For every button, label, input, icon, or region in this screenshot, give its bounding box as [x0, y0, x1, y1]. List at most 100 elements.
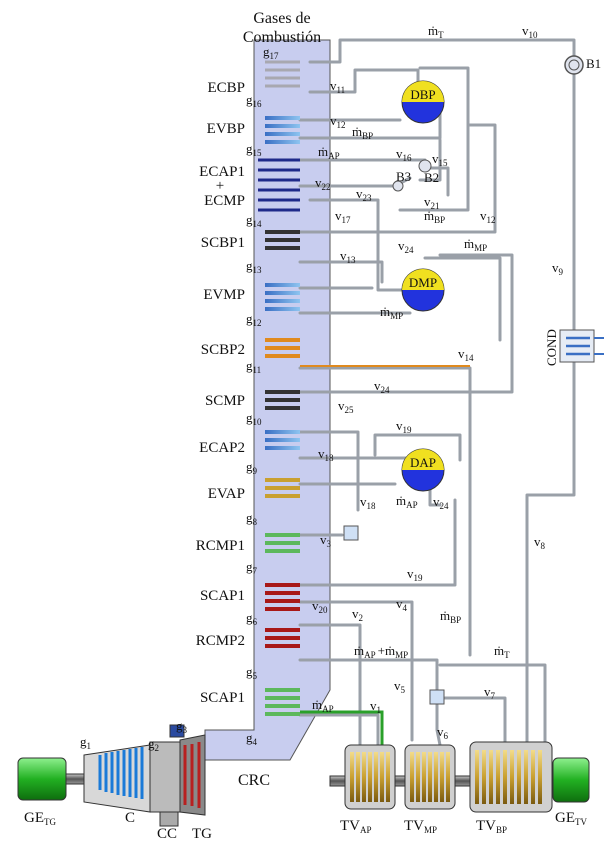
flow-label: ṁAP — [312, 697, 334, 714]
gas-point: g3 — [176, 718, 188, 735]
pump-b2-label: B2 — [424, 170, 439, 185]
burner-bottom — [159, 811, 179, 827]
drum-dbp: DBP — [401, 80, 445, 124]
stream-label: v18 — [318, 446, 334, 463]
mixer-v3 — [343, 525, 359, 541]
pump-b3 — [392, 180, 404, 192]
section-label: SCBP1 — [201, 235, 245, 251]
tv-bp-blades — [475, 750, 542, 804]
coil-rcmp2 — [265, 628, 300, 648]
tv-mp-blades — [410, 752, 450, 802]
stream-label: v24 — [374, 378, 390, 395]
gas-point: g11 — [246, 358, 261, 375]
coil-ecbp — [265, 60, 300, 88]
stream-label: v19 — [407, 566, 423, 583]
section-label: EVBP — [207, 121, 245, 137]
section-label: SCAP1 — [200, 690, 245, 706]
stream-label: v7 — [484, 684, 496, 701]
section-label: EVAP — [208, 486, 245, 502]
drum-dmp-label: DMP — [409, 275, 437, 290]
flow-label: ṁBP — [352, 124, 373, 141]
gas-point: g15 — [246, 141, 262, 158]
stream-label: v16 — [396, 146, 412, 163]
stream-label: v4 — [396, 596, 408, 613]
gas-turbine-label: TG — [192, 826, 212, 842]
compressor-label: C — [125, 810, 135, 826]
generator-tg-body — [17, 757, 67, 801]
gas-point: g9 — [246, 459, 258, 476]
coil-evmp — [265, 283, 300, 311]
gas-point: g17 — [263, 44, 279, 61]
gas-point: g4 — [246, 730, 258, 747]
drum-dap: DAP — [401, 448, 445, 492]
stream-label: v17 — [335, 208, 351, 225]
stream-label: v8 — [534, 534, 546, 551]
section-label: RCMP1 — [196, 538, 245, 554]
stream-label: v12 — [330, 113, 346, 130]
stream-label: v15 — [432, 151, 448, 168]
flow-label: ṁAP — [396, 493, 418, 510]
section-label: ECAP2 — [199, 440, 245, 456]
title-line-1: Gases de — [253, 10, 310, 27]
generator-tv-body — [552, 757, 590, 803]
section-label: SCAP1 — [200, 588, 245, 604]
heat-exchanger-coils — [258, 60, 300, 716]
coil-scap1-lower — [265, 688, 300, 716]
mixer-v6 — [429, 689, 445, 705]
stream-label: v11 — [330, 78, 345, 95]
flow-combo-label: ṁAP+ṁMP — [354, 643, 408, 660]
flow-labels: ṁT ṁBP ṁAP ṁBP ṁMP ṁMP ṁAP ṁBP ṁT ṁAP ṁA… — [312, 23, 510, 714]
section-label: EVMP — [203, 287, 245, 303]
gas-turbine-blades — [183, 742, 201, 808]
stream-label: v3 — [320, 532, 332, 549]
flow-label: ṁT — [428, 23, 444, 40]
gas-point: g8 — [246, 510, 258, 527]
flow-label: ṁMP — [464, 236, 487, 253]
stream-label: v5 — [394, 678, 406, 695]
coil-scbp1 — [265, 230, 300, 250]
pump-b1 — [564, 55, 584, 75]
section-label: RCMP2 — [196, 633, 245, 649]
stream-label: v24 — [398, 238, 414, 255]
pump-b1-label: B1 — [586, 56, 601, 71]
tv-bp-label: TVBP — [476, 818, 507, 835]
gas-point: g16 — [246, 92, 262, 109]
coil-ecap2 — [265, 430, 300, 450]
crc-label: CRC — [238, 772, 270, 789]
coil-evap — [265, 478, 300, 498]
stream-label: v14 — [458, 346, 474, 363]
flow-label: ṁT — [494, 643, 510, 660]
section-label: SCBP2 — [201, 342, 245, 358]
condenser: COND — [544, 329, 604, 366]
drum-dmp: DMP — [401, 268, 445, 312]
stream-label: v9 — [552, 260, 564, 277]
stream-label: v22 — [315, 175, 331, 192]
flow-label: ṁBP — [424, 208, 445, 225]
gas-point: g2 — [148, 736, 159, 753]
gas-point: g1 — [80, 734, 91, 751]
drum-dap-label: DAP — [410, 455, 436, 470]
compressor-blades — [98, 747, 144, 799]
generator-tg-label: GETG — [24, 810, 56, 827]
stream-label: v23 — [356, 186, 372, 203]
stream-label: v1 — [370, 698, 381, 715]
gas-point: g13 — [246, 258, 262, 275]
steam-turbine-group — [329, 741, 590, 813]
condenser-label: COND — [544, 329, 559, 366]
burner-top — [169, 724, 185, 738]
stream-label: v25 — [338, 398, 354, 415]
coil-scap1-upper — [265, 583, 300, 611]
coil-rcmp1 — [265, 533, 300, 553]
tv-ap-blades — [350, 752, 390, 802]
section-label: SCMP — [205, 393, 245, 409]
stream-label: v18 — [360, 494, 376, 511]
gas-point: g7 — [246, 559, 258, 576]
combustion-chamber-label: CC — [157, 826, 177, 842]
stream-label: v12 — [480, 208, 496, 225]
stream-label: v20 — [312, 598, 328, 615]
gas-point: g5 — [246, 664, 258, 681]
coil-scmp — [265, 390, 300, 410]
stream-label: v19 — [396, 418, 412, 435]
stream-label: v10 — [522, 23, 538, 40]
